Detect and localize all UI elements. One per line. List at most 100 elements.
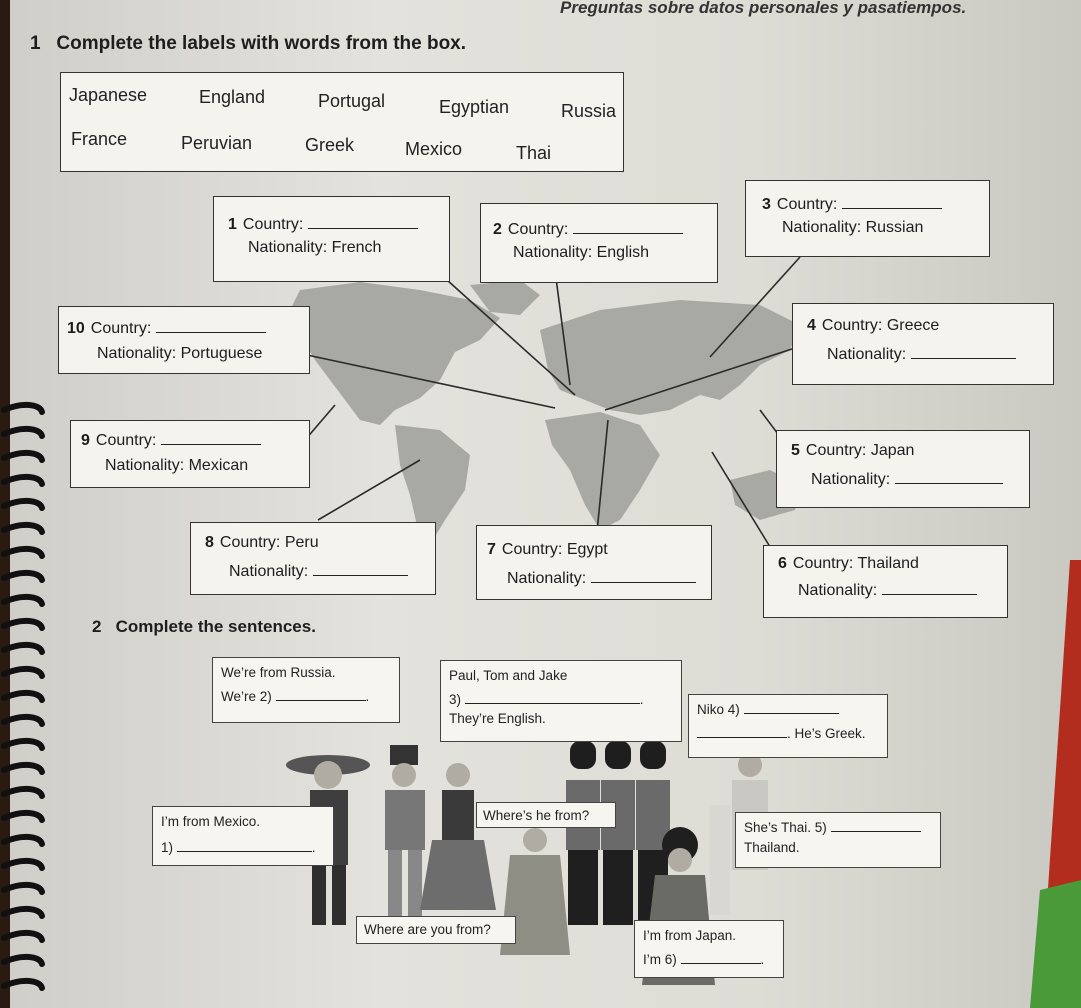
answer-blank[interactable] <box>910 344 1016 360</box>
exercise-1-instruction: Complete the labels with words from the … <box>56 33 467 54</box>
answer-blank[interactable] <box>464 693 640 704</box>
spiral-ring <box>1 594 45 607</box>
label-number: 2 <box>493 221 502 238</box>
answer-blank[interactable] <box>307 214 418 229</box>
bubble-text: We’re from Russia. <box>221 665 336 680</box>
exercise-1-number: 1 <box>30 33 41 54</box>
bubble-text: Where’s he from? <box>483 808 590 823</box>
connector-line <box>709 256 801 358</box>
spiral-ring <box>1 666 45 679</box>
word-box-item: Greek <box>305 135 355 155</box>
africa-shape <box>545 412 660 530</box>
spiral-ring <box>1 834 45 847</box>
label-line1: Country: Greece <box>821 317 940 334</box>
spiral-ring <box>1 738 45 751</box>
connector-line <box>317 459 421 521</box>
speech-bubble-thai: She’s Thai. 5) Thailand. <box>735 812 941 868</box>
bubble-text: They’re English. <box>449 711 546 727</box>
connector-line <box>596 419 609 533</box>
answer-blank[interactable] <box>680 953 761 964</box>
exercise-1-heading: 1 Complete the labels with words from th… <box>30 33 466 55</box>
bubble-text: I’m from Japan. <box>643 928 737 943</box>
word-box-item: England <box>199 87 266 107</box>
answer-blank[interactable] <box>743 703 839 714</box>
top-caption: Preguntas sobre datos personales y pasat… <box>560 0 967 17</box>
speech-bubble-mexico: I’m from Mexico. 1) . <box>152 806 334 866</box>
label-line1: Country: Japan <box>805 442 915 459</box>
speech-bubble-russia: We’re from Russia. We’re 2) . <box>212 657 400 723</box>
spiral-ring <box>1 618 45 631</box>
spiral-ring <box>1 546 45 559</box>
connector-line <box>555 277 571 386</box>
bubble-text: Thailand. <box>744 839 800 855</box>
speech-bubble-where-you: Where are you from? <box>356 916 516 944</box>
answer-blank[interactable] <box>590 568 696 584</box>
word-box-item: Peruvian <box>181 133 253 153</box>
answer-blank[interactable] <box>830 821 921 832</box>
label-line1: Country: Egypt <box>501 541 608 558</box>
spiral-ring <box>1 906 45 919</box>
answer-blank[interactable] <box>312 561 408 577</box>
russian-couple-figures <box>385 745 496 920</box>
answer-blank[interactable] <box>697 727 787 738</box>
bubble-text: I’m from Mexico. <box>161 814 261 829</box>
label-line2: Nationality: Mexican <box>105 457 249 475</box>
answer-blank[interactable] <box>160 430 261 445</box>
label-line2: Nationality: <box>798 582 878 600</box>
answer-blank[interactable] <box>275 690 366 701</box>
spiral-ring <box>1 474 45 487</box>
bubble-text: 3) <box>449 691 462 707</box>
speech-bubble-english: Paul, Tom and Jake 3) . They’re English. <box>440 660 682 742</box>
word-box-item: Japanese <box>69 85 148 105</box>
spiral-ring <box>1 570 45 583</box>
spiral-ring <box>1 762 45 775</box>
bubble-text: Niko 4) <box>697 702 740 717</box>
spiral-ring <box>1 954 45 967</box>
label-number: 5 <box>791 442 800 459</box>
label-line2: Nationality: Russian <box>782 219 924 237</box>
exercise-2-heading: 2 Complete the sentences. <box>92 617 316 637</box>
spiral-ring <box>1 882 45 895</box>
label-number: 1 <box>228 216 237 233</box>
answer-blank[interactable] <box>155 318 266 333</box>
label-line1: Country: Thailand <box>792 555 919 572</box>
label-line2: Nationality: French <box>248 239 382 257</box>
answer-blank[interactable] <box>881 580 977 596</box>
spiral-ring <box>1 450 45 463</box>
word-box-item: Egyptian <box>439 97 510 117</box>
page-edge-decoration <box>1030 560 1081 1008</box>
eurasia-shape <box>540 300 800 415</box>
label-line2: Nationality: <box>229 563 309 581</box>
answer-blank[interactable] <box>894 469 1003 485</box>
word-box-item: Portugal <box>318 91 386 111</box>
label-line2: Nationality: English <box>513 244 650 262</box>
label-line2: Nationality: <box>827 346 907 364</box>
spiral-ring <box>1 426 45 439</box>
speech-bubble-japan: I’m from Japan. I’m 6) . <box>634 920 784 978</box>
answer-blank[interactable] <box>572 219 683 234</box>
answer-blank[interactable] <box>841 194 942 209</box>
label-line1: Country: <box>242 216 304 233</box>
spiral-ring <box>1 714 45 727</box>
speech-bubble-greek: Niko 4) . He’s Greek. <box>688 694 888 758</box>
spiral-ring <box>1 642 45 655</box>
connector-line <box>306 354 556 409</box>
bubble-text: . He’s Greek. <box>787 725 866 741</box>
answer-blank[interactable] <box>176 841 312 852</box>
word-box-item: Mexico <box>405 139 463 159</box>
label-line2: Nationality: <box>507 570 587 588</box>
bubble-text: She’s Thai. 5) <box>744 820 827 835</box>
word-box-item: Thai <box>516 143 552 163</box>
bubble-text: I’m 6) <box>643 951 677 967</box>
spiral-ring <box>1 690 45 703</box>
bubble-text: Where are you from? <box>364 922 491 937</box>
